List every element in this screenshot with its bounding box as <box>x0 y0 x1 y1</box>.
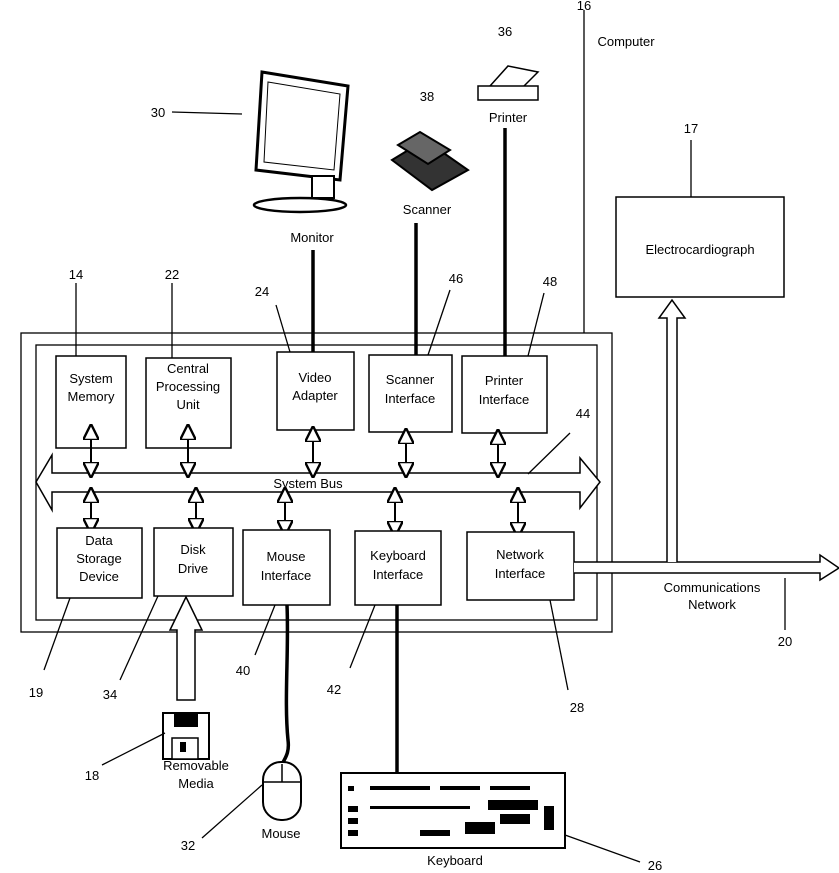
mouse-icon <box>263 762 301 820</box>
svg-text:System: System <box>69 371 112 386</box>
kbd-if-leader <box>350 605 375 668</box>
svg-text:Electrocardiograph: Electrocardiograph <box>645 242 754 257</box>
ref-monitor: 30 <box>151 105 165 120</box>
svg-text:Network: Network <box>496 547 544 562</box>
disk-leader <box>120 596 158 680</box>
network-interface-block: Network Interface <box>467 532 574 600</box>
ecg-arrow <box>659 300 685 562</box>
net-if-leader <box>550 600 568 690</box>
mouse-leader <box>202 785 262 838</box>
data-storage-block: Data Storage Device <box>57 528 142 598</box>
ref-bus: 44 <box>576 406 590 421</box>
svg-text:Mouse: Mouse <box>266 549 305 564</box>
media-insert-arrow <box>170 597 202 700</box>
ref-scanner-if: 46 <box>449 271 463 286</box>
svg-text:Disk: Disk <box>180 542 206 557</box>
svg-text:Data: Data <box>85 533 113 548</box>
svg-text:Interface: Interface <box>385 391 436 406</box>
keyboard-leader <box>565 835 640 862</box>
svg-text:Keyboard: Keyboard <box>370 548 426 563</box>
storage-leader <box>44 598 70 670</box>
keyboard-icon <box>341 773 565 848</box>
keyboard-interface-block: Keyboard Interface <box>355 531 441 605</box>
printer-if-leader <box>528 293 544 356</box>
svg-text:Central: Central <box>167 361 209 376</box>
svg-text:Interface: Interface <box>479 392 530 407</box>
printer-interface-block: Printer Interface <box>462 356 547 433</box>
media-leader <box>102 733 165 765</box>
scanner-label: Scanner <box>403 202 452 217</box>
communications-network-label: Communications <box>664 580 761 595</box>
ref-printer: 36 <box>498 24 512 39</box>
svg-text:Device: Device <box>79 569 119 584</box>
svg-text:Printer: Printer <box>485 373 524 388</box>
monitor-icon <box>254 72 348 212</box>
ref-video: 24 <box>255 284 269 299</box>
floppy-disk-icon <box>163 713 209 759</box>
svg-text:Scanner: Scanner <box>386 372 435 387</box>
ref-scanner: 38 <box>420 89 434 104</box>
bus-leader <box>528 433 570 474</box>
ref-storage: 19 <box>29 685 43 700</box>
svg-text:Video: Video <box>298 370 331 385</box>
ref-memory: 14 <box>69 267 83 282</box>
electrocardiograph-block: Electrocardiograph <box>616 197 784 297</box>
monitor-leader <box>172 112 242 114</box>
svg-text:Interface: Interface <box>373 567 424 582</box>
video-adapter-block: Video Adapter <box>277 352 354 430</box>
ref-printer-if: 48 <box>543 274 557 289</box>
ref-ecg: 17 <box>684 121 698 136</box>
system-bus: System Bus <box>36 455 600 510</box>
ref-network: 20 <box>778 634 792 649</box>
ref-net-if: 28 <box>570 700 584 715</box>
ref-cpu: 22 <box>165 267 179 282</box>
svg-text:Storage: Storage <box>76 551 122 566</box>
svg-text:Interface: Interface <box>261 568 312 583</box>
svg-text:Drive: Drive <box>178 561 208 576</box>
svg-text:Memory: Memory <box>68 389 115 404</box>
network-arrow <box>574 555 839 580</box>
removable-media-label: Removable <box>163 758 229 773</box>
mouse-cable <box>282 605 288 765</box>
monitor-label: Monitor <box>290 230 334 245</box>
scanner-icon <box>392 132 468 190</box>
svg-text:Adapter: Adapter <box>292 388 338 403</box>
svg-text:Unit: Unit <box>176 397 200 412</box>
communications-network-label-2: Network <box>688 597 736 612</box>
svg-text:System Bus: System Bus <box>273 476 343 491</box>
keyboard-label: Keyboard <box>427 853 483 868</box>
printer-label: Printer <box>489 110 528 125</box>
ref-disk: 34 <box>103 687 117 702</box>
mouse-if-leader <box>255 605 275 655</box>
ref-media: 18 <box>85 768 99 783</box>
printer-icon <box>478 66 538 100</box>
ref-mouse: 32 <box>181 838 195 853</box>
svg-text:Interface: Interface <box>495 566 546 581</box>
mouse-label: Mouse <box>261 826 300 841</box>
ref-mouse-if: 40 <box>236 663 250 678</box>
computer-label: Computer <box>597 34 655 49</box>
svg-text:Processing: Processing <box>156 379 220 394</box>
disk-drive-block: Disk Drive <box>154 528 233 596</box>
removable-media-label-2: Media <box>178 776 214 791</box>
ref-keyboard: 26 <box>648 858 662 873</box>
mouse-interface-block: Mouse Interface <box>243 530 330 605</box>
scanner-interface-block: Scanner Interface <box>369 355 452 432</box>
ref-kbd-if: 42 <box>327 682 341 697</box>
ref-computer: 16 <box>577 0 591 13</box>
